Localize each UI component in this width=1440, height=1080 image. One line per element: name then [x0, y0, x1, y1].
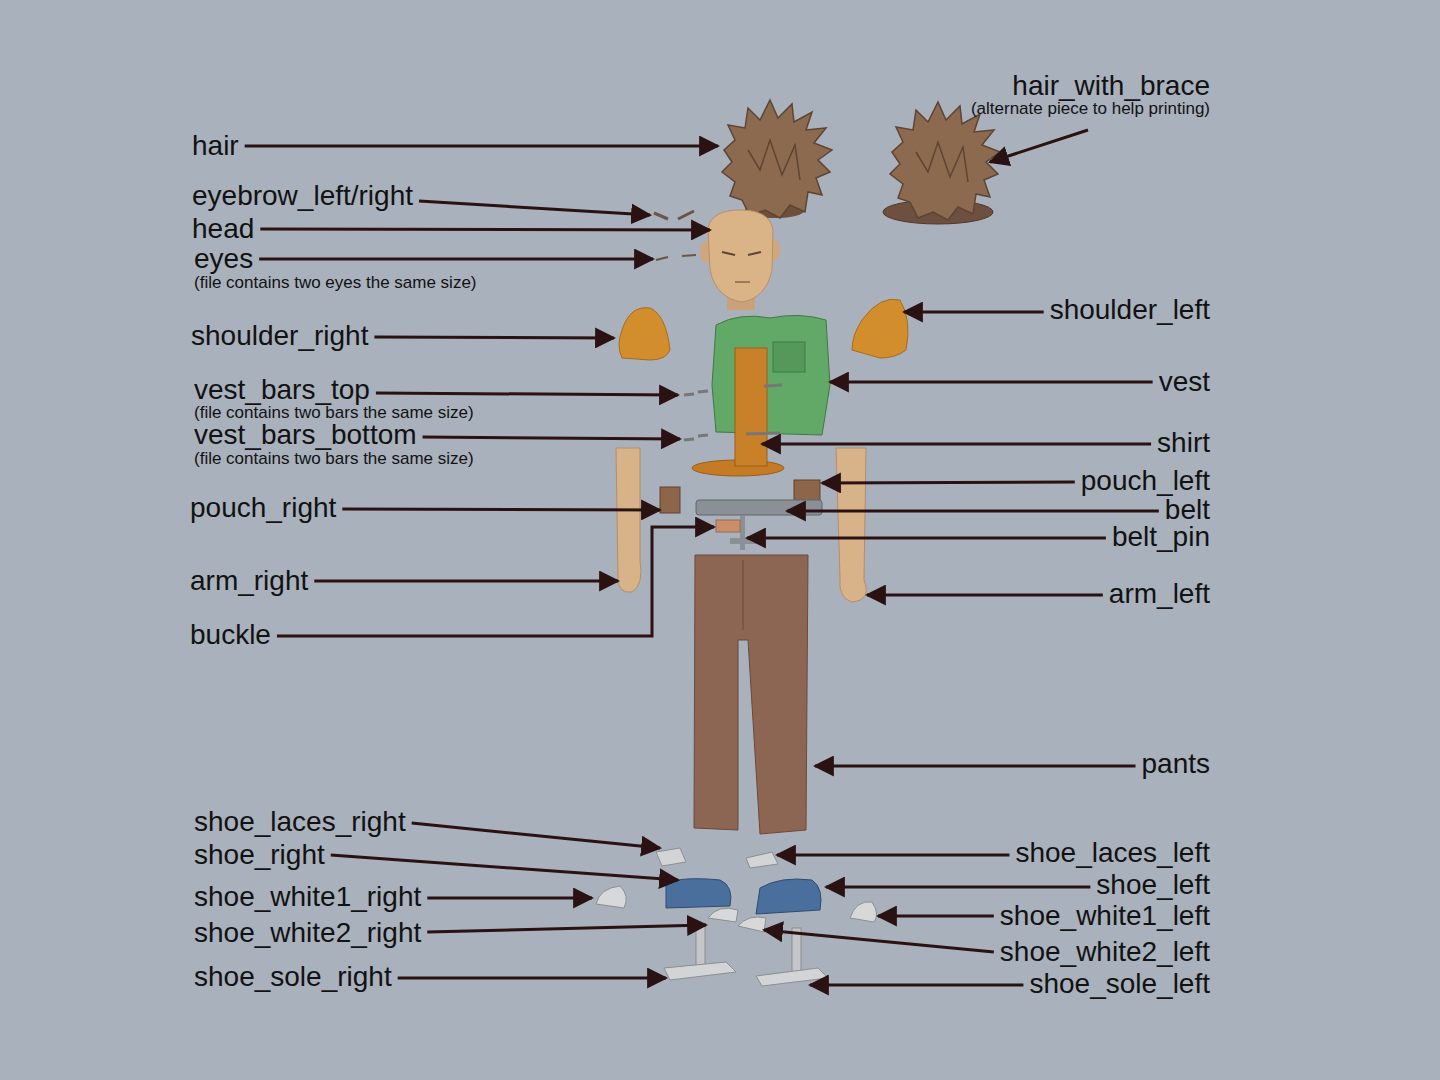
part-label: shoe_right — [194, 841, 325, 869]
leader-arrow — [762, 443, 1151, 446]
leader-arrow — [830, 381, 1153, 384]
part-label: vest — [1159, 368, 1210, 396]
part-label: belt_pin — [1112, 523, 1210, 551]
part-label: pants — [1142, 750, 1211, 778]
part-label: hair — [192, 132, 239, 160]
part-label: shoulder_right — [191, 322, 368, 350]
leader-arrow — [904, 311, 1044, 314]
part-label: arm_right — [190, 567, 308, 595]
part-label: vest_bars_bottom — [194, 421, 417, 449]
part-label: shoe_white2_right — [194, 919, 421, 947]
part-label: shoe_white1_right — [194, 883, 421, 911]
leader-arrow — [259, 258, 653, 261]
part-label: vest_bars_top — [194, 376, 370, 404]
leader-arrow — [867, 594, 1103, 597]
leader-arrow — [314, 580, 618, 583]
leader-arrow — [747, 537, 1106, 540]
leader-arrow — [398, 977, 666, 980]
leader-arrow — [331, 855, 678, 880]
part-label: buckle — [190, 621, 271, 649]
part-label: shoe_laces_right — [194, 808, 406, 836]
leader-arrow — [419, 201, 650, 215]
leader-arrow — [374, 337, 614, 338]
note-label: (alternate piece to help printing) — [971, 100, 1210, 117]
part-label: shoe_sole_left — [1029, 970, 1210, 998]
note-label: (file contains two bars the same size) — [194, 450, 474, 467]
leader-arrow — [342, 509, 660, 510]
leader-arrow — [815, 765, 1136, 768]
part-label: eyebrow_left/right — [192, 182, 413, 210]
part-label: shoe_left — [1096, 871, 1210, 899]
leader-arrow — [777, 854, 1009, 857]
part-label: shoe_sole_right — [194, 963, 392, 991]
leader-arrow — [878, 915, 994, 918]
part-label: shoe_laces_left — [1015, 839, 1210, 867]
leader-arrow — [810, 984, 1023, 987]
leader-arrow — [245, 145, 718, 148]
part-label: pouch_left — [1081, 467, 1210, 495]
part-label: shoe_white2_left — [1000, 938, 1210, 966]
part-label: hair_with_brace — [1012, 72, 1210, 100]
leader-arrow — [260, 229, 710, 230]
part-label: shoe_white1_left — [1000, 902, 1210, 930]
leader-arrow — [826, 886, 1090, 889]
note-label: (file contains two bars the same size) — [194, 404, 474, 421]
leader-arrow — [277, 527, 714, 636]
part-label: belt — [1165, 496, 1210, 524]
leader-arrow — [376, 393, 678, 395]
part-label: shoulder_left — [1050, 296, 1210, 324]
leader-arrow — [427, 925, 706, 932]
part-label: arm_left — [1109, 580, 1210, 608]
leader-arrow — [764, 930, 994, 952]
leader-arrow — [822, 482, 1075, 483]
leader-arrow — [787, 510, 1159, 513]
leader-arrow — [427, 897, 592, 900]
part-label: head — [192, 215, 254, 243]
part-label: pouch_right — [190, 494, 336, 522]
part-label: shirt — [1157, 429, 1210, 457]
leader-arrow — [423, 437, 680, 439]
part-label: eyes — [194, 245, 253, 273]
leader-arrow — [412, 823, 660, 848]
note-label: (file contains two eyes the same size) — [194, 274, 477, 291]
leader-arrow — [990, 130, 1088, 162]
